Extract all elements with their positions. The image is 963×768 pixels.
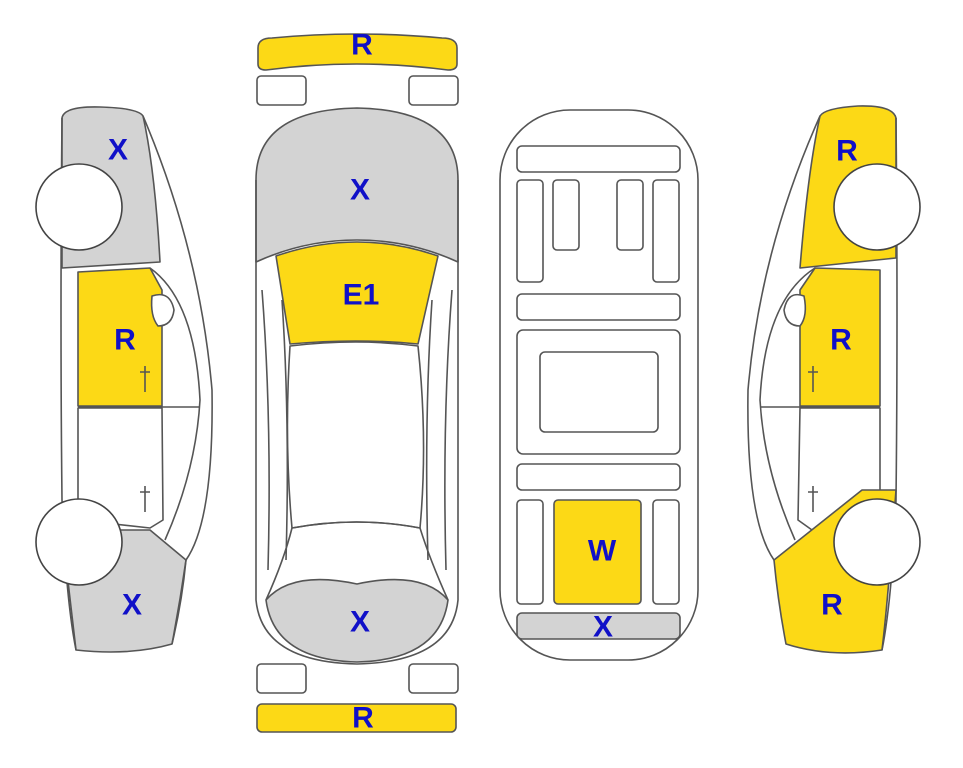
left-front-label: X — [108, 134, 128, 167]
left-side-front-wheel — [35, 163, 123, 251]
left-side-rear-wheel — [35, 498, 123, 586]
top-front-right-light — [408, 75, 459, 106]
top-front-bumper-label: R — [351, 29, 373, 62]
left-side-window-glass — [149, 267, 201, 541]
top-rear-bumper-label: R — [352, 702, 374, 735]
underbody-front-left-rail — [516, 179, 544, 283]
top-right-window — [425, 289, 453, 571]
underbody-view — [499, 109, 699, 661]
underbody-rear-center-panel[interactable] — [553, 499, 642, 605]
right-side-handle-front — [808, 366, 818, 392]
underbody-rear-left-rail — [516, 499, 544, 605]
underbody-front-left-mount — [552, 179, 580, 251]
top-left-window — [261, 289, 289, 571]
left-side-mirror — [150, 293, 175, 327]
underbody-rear-center-label: W — [588, 535, 617, 568]
right-side-front-wheel — [833, 163, 921, 251]
top-front-left-light — [256, 75, 307, 106]
underbody-rear-bar-label: X — [593, 611, 613, 644]
top-trunk[interactable] — [265, 578, 449, 663]
top-windshield[interactable] — [275, 241, 439, 345]
top-trunk-label: X — [350, 606, 370, 639]
labels: X R X R X E1 X R W X R R R — [108, 29, 858, 735]
left-front-door-label: R — [114, 324, 136, 357]
top-rear-left-light — [256, 663, 307, 694]
top-rear-glass — [265, 521, 449, 601]
right-side-front-door[interactable] — [799, 267, 881, 407]
right-side-handle-rear — [808, 486, 818, 512]
underbody-center-panel[interactable] — [539, 351, 659, 433]
right-side-view — [747, 105, 921, 654]
underbody-rear-bar[interactable] — [516, 612, 681, 640]
top-rear-right-light — [408, 663, 459, 694]
underbody-front-right-rail — [652, 179, 680, 283]
underbody-rear-crossmember — [516, 463, 681, 491]
underbody-front-right-mount — [616, 179, 644, 251]
underbody-front-bar — [516, 145, 681, 173]
left-side-handle-front — [140, 366, 150, 392]
underbody-front-crossmember — [516, 293, 681, 321]
underbody-rear-right-rail — [652, 499, 680, 605]
right-side-rear-wheel — [833, 498, 921, 586]
top-roof[interactable] — [286, 341, 425, 529]
top-front-bumper[interactable] — [257, 33, 458, 71]
left-side-handle-rear — [140, 486, 150, 512]
underbody-outline — [499, 109, 699, 661]
right-side-window-glass — [759, 267, 816, 541]
right-rear-label: R — [821, 589, 843, 622]
top-view — [255, 33, 459, 733]
right-side-mirror — [783, 293, 807, 327]
right-front-label: R — [836, 135, 858, 168]
left-rear-label: X — [122, 589, 142, 622]
top-hood[interactable] — [255, 107, 459, 263]
top-body-outline — [255, 180, 459, 665]
top-hood-label: X — [350, 174, 370, 207]
left-side-view — [35, 106, 213, 653]
top-rear-bumper[interactable] — [256, 703, 457, 733]
top-windshield-label: E1 — [343, 279, 380, 312]
right-front-door-label: R — [830, 324, 852, 357]
